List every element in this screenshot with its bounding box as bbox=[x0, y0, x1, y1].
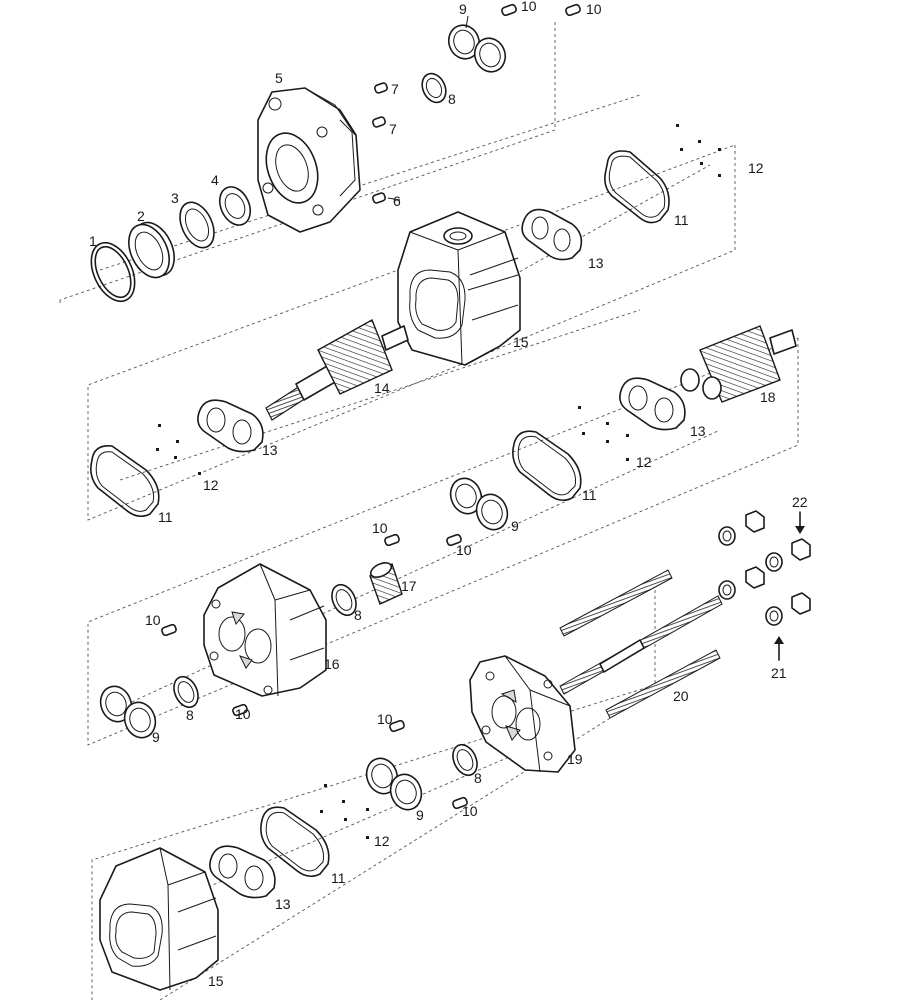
group-frame-upper bbox=[87, 144, 736, 521]
label-part-11-middle: 11 bbox=[582, 487, 597, 503]
label-part-12-left: 12 bbox=[203, 477, 219, 493]
label-part-17: 17 bbox=[401, 578, 417, 594]
label-part-8-top: 8 bbox=[448, 91, 456, 107]
part-end-cover bbox=[469, 655, 576, 773]
label-part-8-middle: 8 bbox=[354, 607, 362, 623]
label-part-12-right: 12 bbox=[636, 454, 652, 470]
label-part-10-left: 10 bbox=[145, 612, 161, 628]
part-pins-lower bbox=[389, 719, 468, 810]
label-part-10-top-a: 10 bbox=[521, 0, 537, 14]
label-part-9-top: 9 bbox=[459, 1, 467, 17]
label-part-8-lower-left: 8 bbox=[186, 707, 194, 723]
label-part-13-left: 13 bbox=[262, 442, 278, 458]
part-mounting-flange bbox=[257, 87, 361, 233]
label-part-20: 20 bbox=[673, 688, 689, 704]
label-part-11-top: 11 bbox=[674, 212, 689, 228]
part-needle-bearings-lower bbox=[365, 757, 423, 811]
part-thrust-washer-lower bbox=[452, 743, 478, 777]
part-wear-plate-left bbox=[197, 399, 264, 453]
part-gasket-lower bbox=[260, 806, 330, 878]
label-part-21: 21 bbox=[771, 665, 787, 681]
part-wear-plate-lower bbox=[209, 845, 276, 899]
part-needle-bearings-top bbox=[447, 24, 507, 73]
label-part-12-top: 12 bbox=[748, 160, 764, 176]
label-part-10-middle-b: 10 bbox=[456, 542, 472, 558]
label-part-10-lower-left: 10 bbox=[235, 706, 251, 722]
label-part-10-middle-a: 10 bbox=[372, 520, 388, 536]
part-ball-bearing bbox=[128, 221, 175, 279]
leader-lines bbox=[387, 15, 469, 201]
label-part-12-lower: 12 bbox=[374, 833, 390, 849]
part-pins-middle bbox=[161, 533, 462, 717]
part-thrust-washer-lower-left bbox=[173, 675, 199, 709]
part-dowels-lower bbox=[320, 784, 369, 839]
part-pins-top bbox=[501, 3, 581, 17]
part-dowel-pins-upper bbox=[372, 82, 388, 204]
part-tie-bolts bbox=[559, 569, 723, 719]
label-part-9-lower: 9 bbox=[416, 807, 424, 823]
part-gear-housing-upper bbox=[397, 211, 521, 366]
label-part-15-lower: 15 bbox=[208, 973, 224, 989]
label-part-5: 5 bbox=[275, 70, 283, 86]
part-needle-bearings-lower-left bbox=[99, 685, 157, 739]
label-part-3: 3 bbox=[171, 190, 179, 206]
label-part-14: 14 bbox=[374, 380, 390, 396]
part-labels: 1 2 3 4 5 6 7 7 8 9 10 10 12 11 13 15 14… bbox=[89, 0, 808, 989]
label-part-13-top: 13 bbox=[588, 255, 604, 271]
part-snap-ring bbox=[90, 241, 136, 303]
label-part-22: 22 bbox=[792, 494, 808, 510]
label-part-13-lower: 13 bbox=[275, 896, 291, 912]
part-washer bbox=[218, 186, 252, 226]
part-wear-plate-upper bbox=[521, 208, 583, 261]
part-wear-plate-right bbox=[619, 377, 686, 431]
label-part-7-lower: 7 bbox=[389, 121, 397, 137]
part-thrust-washer-top bbox=[421, 72, 447, 104]
label-part-9-middle: 9 bbox=[511, 518, 519, 534]
part-gear-housing-lower bbox=[99, 847, 219, 991]
part-thrust-washer-middle bbox=[331, 583, 357, 617]
label-part-1: 1 bbox=[89, 233, 97, 249]
label-part-9-lower-left: 9 bbox=[152, 729, 160, 745]
group-frame-top bbox=[59, 22, 556, 305]
part-dowels-upper-right bbox=[676, 124, 721, 177]
label-part-2: 2 bbox=[137, 208, 145, 224]
part-washers-and-nuts bbox=[718, 510, 811, 626]
part-gasket-left bbox=[90, 444, 160, 518]
label-part-13-right: 13 bbox=[690, 423, 706, 439]
label-part-8-lower: 8 bbox=[474, 770, 482, 786]
part-gasket-upper bbox=[604, 150, 670, 224]
label-part-10-lower-a: 10 bbox=[377, 711, 393, 727]
label-part-7-upper: 7 bbox=[391, 81, 399, 97]
label-part-18: 18 bbox=[760, 389, 776, 405]
group-frame-middle bbox=[87, 337, 799, 746]
label-part-4: 4 bbox=[211, 172, 219, 188]
part-drive-gear-shaft bbox=[265, 319, 409, 421]
part-dowels-right bbox=[578, 406, 629, 461]
label-part-15-upper: 15 bbox=[513, 334, 529, 350]
part-dowels-left bbox=[156, 424, 201, 475]
label-part-10-top-b: 10 bbox=[586, 1, 602, 17]
label-part-10-lower-b: 10 bbox=[462, 803, 478, 819]
part-idler-gear bbox=[680, 325, 797, 403]
part-gasket-middle bbox=[512, 430, 582, 502]
label-part-11-left: 11 bbox=[158, 509, 173, 525]
label-part-11-lower: 11 bbox=[331, 870, 346, 886]
part-bearing-plate bbox=[203, 563, 327, 697]
label-part-6: 6 bbox=[393, 193, 401, 209]
label-part-19: 19 bbox=[567, 751, 583, 767]
part-spline-coupling bbox=[369, 562, 403, 605]
part-needle-bearings-middle bbox=[449, 477, 509, 531]
part-seal-ring bbox=[179, 201, 215, 249]
callout-arrows bbox=[774, 511, 805, 661]
label-part-16: 16 bbox=[324, 656, 340, 672]
